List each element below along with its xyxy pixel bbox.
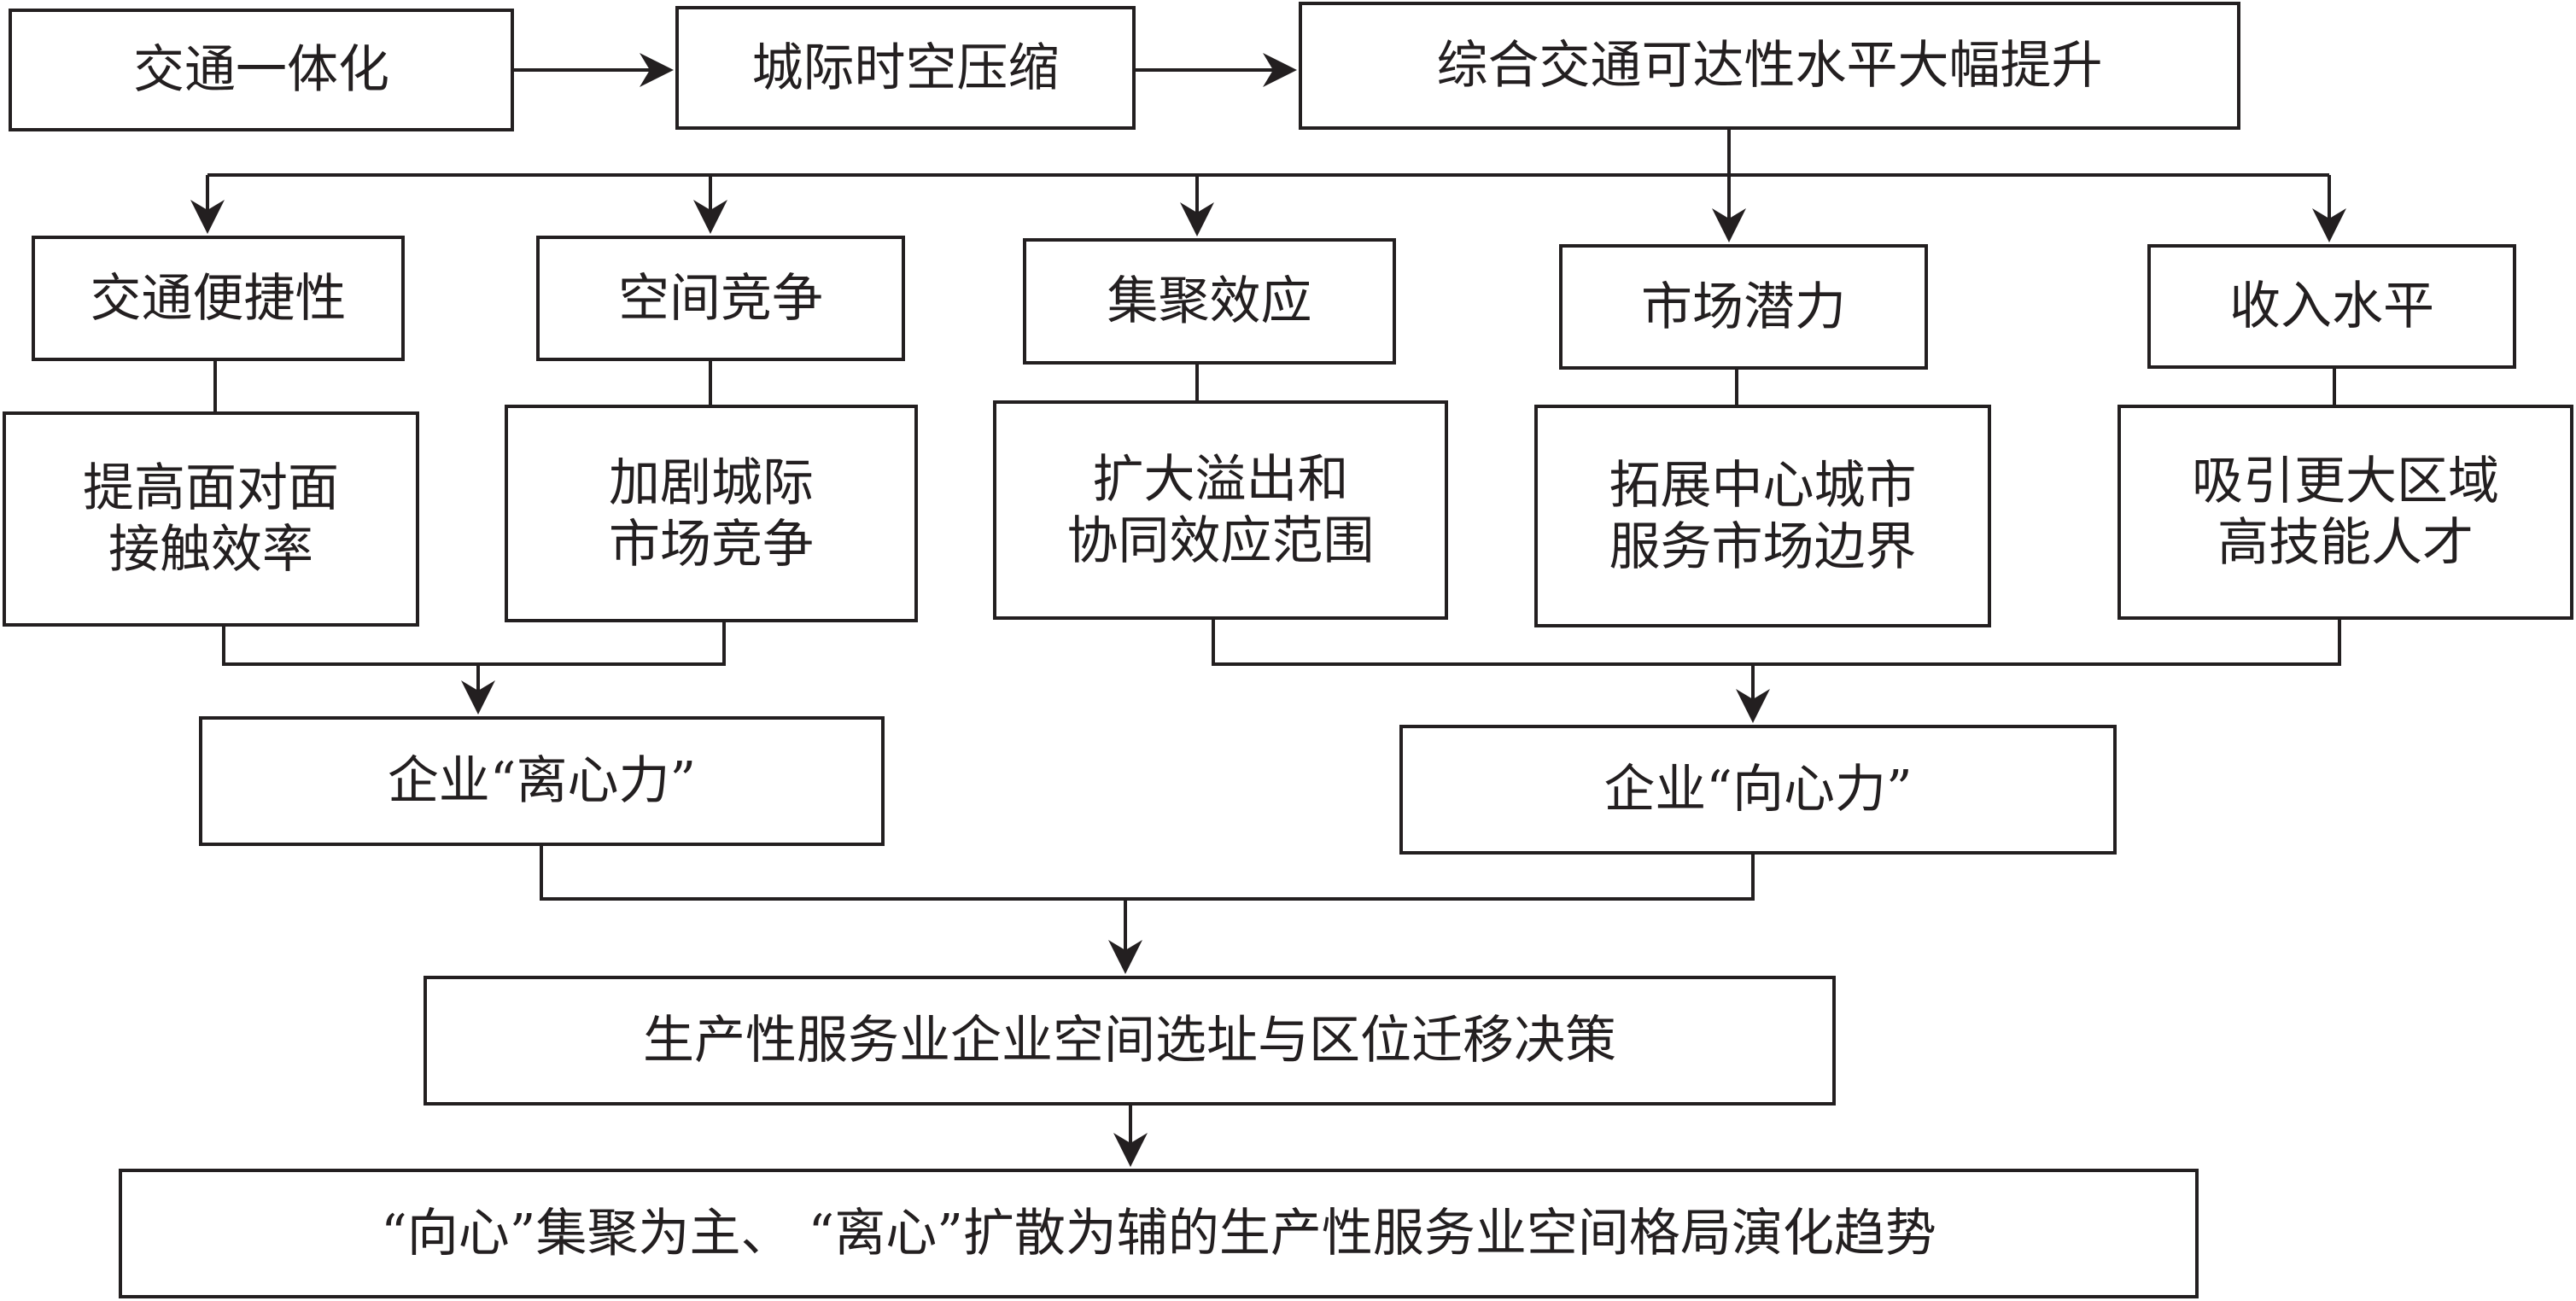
node-label: 交通一体化: [133, 40, 389, 100]
node-label-line-1: 拓展中心城市: [1609, 455, 1917, 516]
node-transport-integration: 交通一体化: [9, 9, 514, 131]
merge-left: [222, 622, 726, 666]
node-label: 企业“向心力”: [1603, 760, 1913, 820]
node-label: 收入水平: [2229, 277, 2434, 336]
node-label-line-2: 服务市场边界: [1609, 516, 1917, 577]
node-label-line-2: 协同效应范围: [1066, 510, 1375, 571]
node-label: “向心”集聚为主、 “离心”扩散为辅的生产性服务业空间格局演化趋势: [381, 1204, 1936, 1263]
node-intercity-market-competition: 加剧城际 市场竞争: [505, 405, 918, 622]
node-centrifugal-force: 企业“离心力”: [199, 716, 885, 846]
node-label: 综合交通可达性水平大幅提升: [1436, 36, 2103, 96]
node-centripetal-force: 企业“向心力”: [1399, 725, 2117, 855]
node-label-line-2: 接触效率: [108, 520, 313, 580]
node-label: 企业“离心力”: [387, 751, 697, 811]
node-label: 集聚效应: [1107, 271, 1312, 331]
node-label-line-1: 扩大溢出和: [1092, 449, 1349, 510]
node-intercity-compression: 城际时空压缩: [675, 6, 1136, 130]
node-accessibility-increase: 综合交通可达性水平大幅提升: [1299, 2, 2240, 130]
node-f2f-efficiency: 提高面对面 接触效率: [3, 411, 419, 627]
node-label: 交通便捷性: [90, 268, 347, 329]
merge-forces: [540, 846, 1755, 901]
node-label-line-2: 市场竞争: [609, 514, 814, 575]
node-evolution-trend: “向心”集聚为主、 “离心”扩散为辅的生产性服务业空间格局演化趋势: [119, 1169, 2199, 1298]
node-label: 空间竞争: [618, 268, 823, 329]
merge-right: [1212, 620, 2341, 666]
node-location-decision: 生产性服务业企业空间选址与区位迁移决策: [423, 976, 1836, 1106]
node-spillover-scope: 扩大溢出和 协同效应范围: [993, 400, 1448, 620]
node-market-potential: 市场潜力: [1559, 244, 1928, 370]
node-income-level: 收入水平: [2147, 244, 2516, 369]
node-label: 城际时空压缩: [751, 38, 1060, 98]
node-label-line-1: 吸引更大区域: [2192, 452, 2499, 511]
node-agglomeration-effect: 集聚效应: [1023, 238, 1396, 365]
node-label: 市场潜力: [1641, 277, 1846, 337]
node-service-market-boundary: 拓展中心城市 服务市场边界: [1534, 405, 1991, 627]
node-talent-attraction: 吸引更大区域 高技能人才: [2117, 405, 2573, 620]
node-transport-convenience: 交通便捷性: [32, 236, 405, 361]
node-label: 生产性服务业企业空间选址与区位迁移决策: [643, 1011, 1616, 1071]
node-label-line-2: 高技能人才: [2217, 513, 2474, 573]
node-spatial-competition: 空间竞争: [536, 236, 905, 361]
node-label-line-1: 加剧城际: [609, 452, 814, 513]
node-label-line-1: 提高面对面: [83, 458, 339, 518]
